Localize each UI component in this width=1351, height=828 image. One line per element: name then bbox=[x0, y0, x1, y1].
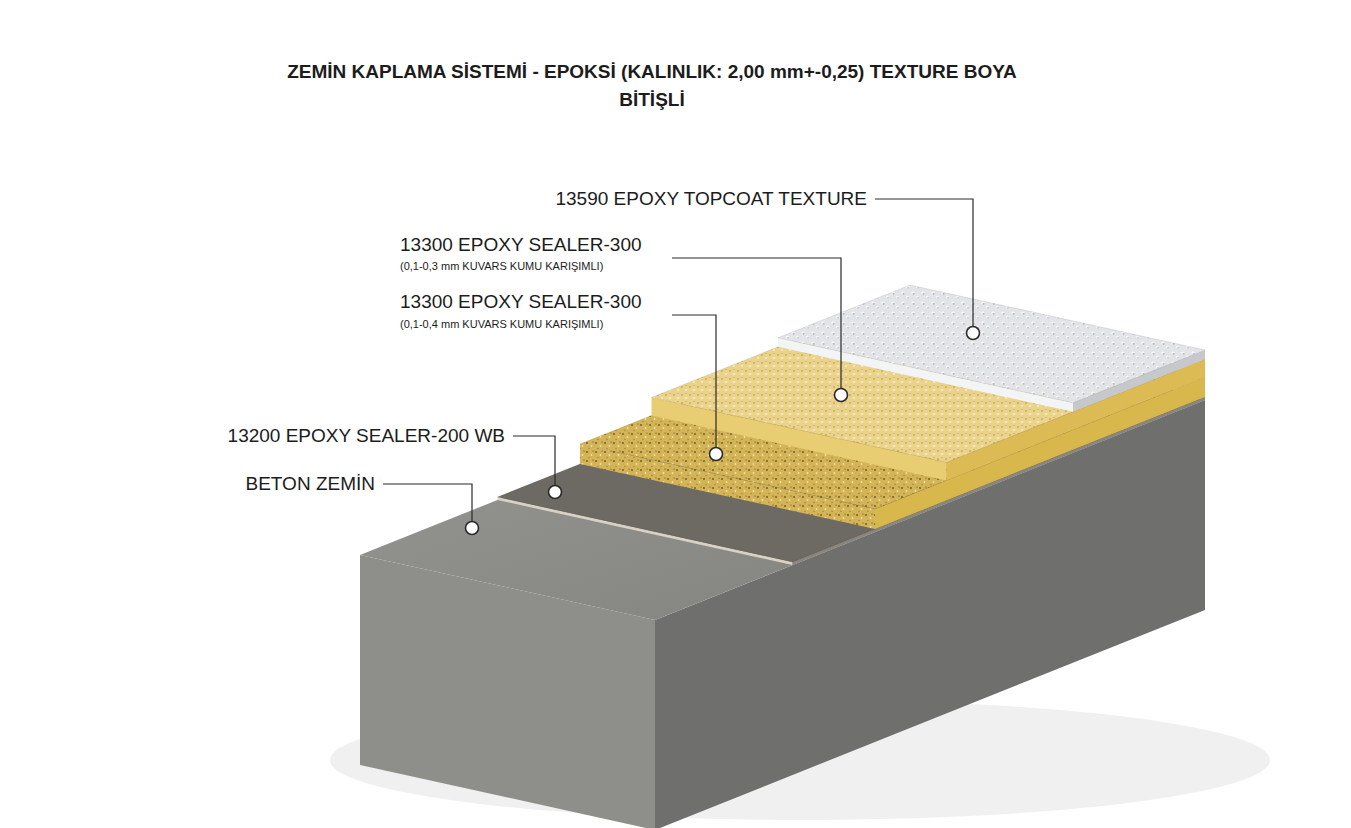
callout-dot bbox=[466, 522, 479, 535]
layer-note: (0,1-0,3 mm KUVARS KUMU KARIŞIMLI) bbox=[400, 260, 603, 273]
layer-group bbox=[330, 285, 1270, 828]
layer-label: 13300 EPOXY SEALER-300 bbox=[400, 291, 642, 314]
leader-line bbox=[383, 484, 472, 522]
leader-group bbox=[383, 199, 980, 535]
layer-label: 13590 EPOXY TOPCOAT TEXTURE bbox=[555, 188, 867, 211]
diagram-title: ZEMİN KAPLAMA SİSTEMİ - EPOKSİ (KALINLIK… bbox=[257, 58, 1047, 114]
layer-label: 13300 EPOXY SEALER-300 bbox=[400, 234, 642, 257]
callout-dot bbox=[967, 327, 980, 340]
callout-dot bbox=[549, 486, 562, 499]
callout-dot bbox=[835, 389, 848, 402]
layer-note: (0,1-0,4 mm KUVARS KUMU KARIŞIMLI) bbox=[400, 318, 603, 331]
layer-label: BETON ZEMİN bbox=[246, 473, 376, 496]
topcoat-layer-top bbox=[778, 285, 1205, 403]
leader-line bbox=[875, 199, 973, 327]
callout-dot bbox=[710, 448, 723, 461]
leader-line bbox=[672, 315, 716, 448]
leader-line bbox=[672, 258, 841, 389]
layer-label: 13200 EPOXY SEALER-200 WB bbox=[228, 425, 505, 448]
leader-line bbox=[513, 436, 555, 486]
